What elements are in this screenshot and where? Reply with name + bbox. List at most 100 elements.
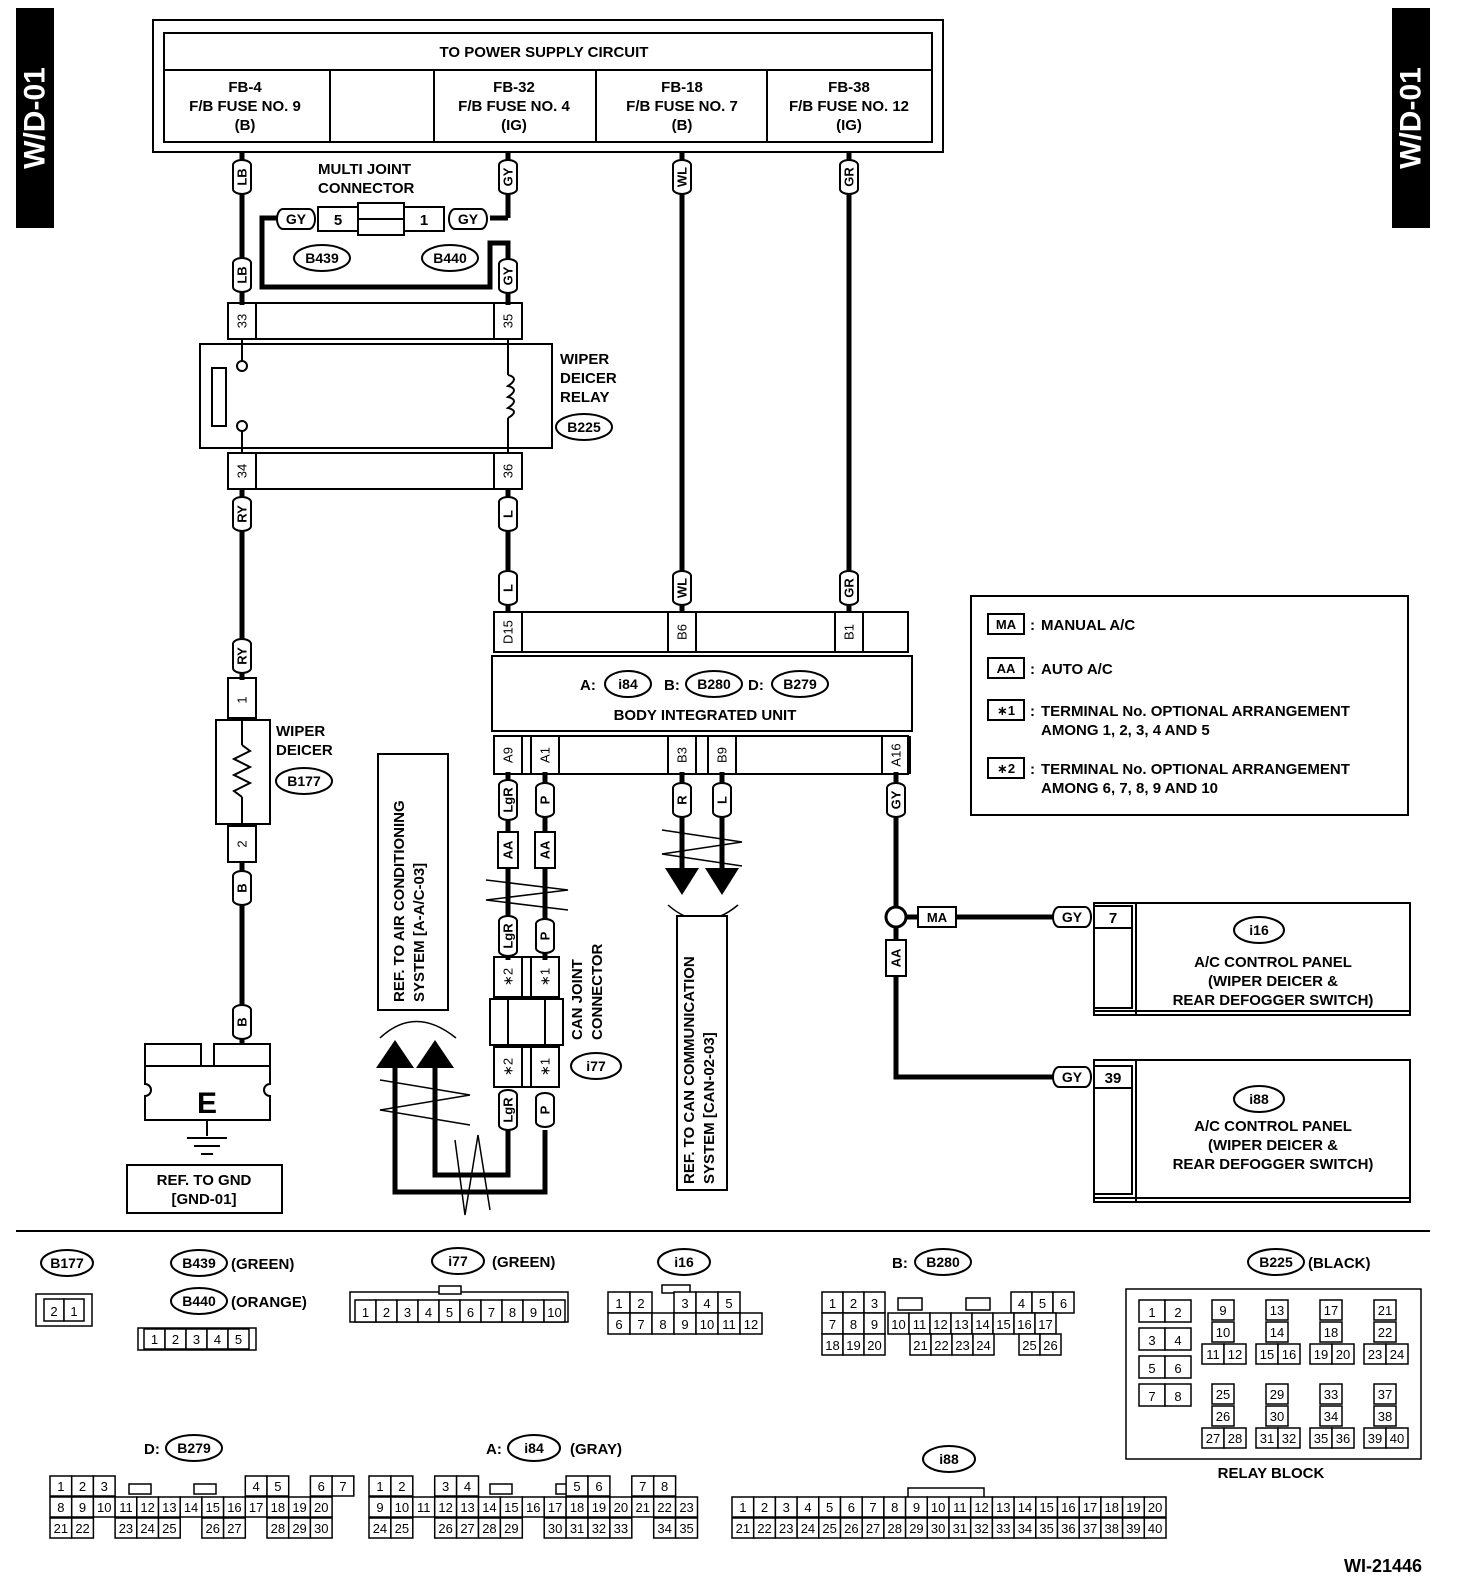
wire-tag-lb: LB xyxy=(232,257,252,293)
body-integrated-unit xyxy=(491,611,913,775)
connector-id-b440: B440 xyxy=(170,1287,228,1315)
svg-text::: : xyxy=(1030,703,1035,720)
svg-text:14: 14 xyxy=(184,1500,198,1515)
fuse-fb32: FB-32 F/B FUSE NO. 4 (IG) xyxy=(458,79,570,134)
wires xyxy=(239,152,1056,1195)
svg-text:32: 32 xyxy=(974,1521,988,1536)
svg-text:11: 11 xyxy=(953,1500,967,1515)
svg-text:1: 1 xyxy=(829,1296,836,1311)
gnd-ref: REF. TO GND xyxy=(157,1172,252,1189)
connector-id-b177: B177 xyxy=(40,1249,94,1277)
svg-text:28: 28 xyxy=(1228,1431,1242,1446)
svg-text:P: P xyxy=(538,1105,553,1114)
svg-text:7: 7 xyxy=(1148,1389,1155,1404)
svg-text:15: 15 xyxy=(1039,1500,1053,1515)
svg-text:30: 30 xyxy=(1270,1409,1284,1424)
svg-text:9: 9 xyxy=(79,1500,86,1515)
svg-text:RY: RY xyxy=(235,505,250,523)
svg-text:TERMINAL No. OPTIONAL ARRANGEM: TERMINAL No. OPTIONAL ARRANGEMENT xyxy=(1041,703,1350,720)
svg-text:DEICER: DEICER xyxy=(560,370,617,387)
svg-text:F/B FUSE NO. 9: F/B FUSE NO. 9 xyxy=(189,98,301,115)
twisted-pair-marks xyxy=(379,829,743,1216)
svg-text:17: 17 xyxy=(1083,1500,1097,1515)
svg-text:33: 33 xyxy=(614,1521,628,1536)
svg-text:26: 26 xyxy=(438,1521,452,1536)
wire-tag-b: B xyxy=(232,1004,252,1040)
svg-text:B1: B1 xyxy=(842,624,857,640)
svg-text:L: L xyxy=(501,510,516,518)
svg-text:F/B FUSE NO. 7: F/B FUSE NO. 7 xyxy=(626,98,738,115)
svg-text:24: 24 xyxy=(801,1521,815,1536)
svg-text:B: B xyxy=(235,883,250,892)
deicer-title: WIPER xyxy=(276,723,325,740)
svg-text:3: 3 xyxy=(404,1305,411,1320)
svg-text:19: 19 xyxy=(1126,1500,1140,1515)
can-joint-connector xyxy=(489,956,564,1088)
svg-text:A16: A16 xyxy=(889,743,904,766)
svg-text:20: 20 xyxy=(1336,1347,1350,1362)
svg-text:22: 22 xyxy=(75,1521,89,1536)
svg-text:P: P xyxy=(538,931,553,940)
svg-text:REF. TO CAN COMMUNICATION: REF. TO CAN COMMUNICATION xyxy=(681,956,698,1184)
connector-id-b280: B280 xyxy=(914,1248,972,1276)
svg-text:24: 24 xyxy=(976,1338,990,1353)
svg-text:5: 5 xyxy=(334,212,342,229)
svg-text:(WIPER DEICER &: (WIPER DEICER & xyxy=(1208,1137,1338,1154)
connector-id-i77: i77 xyxy=(570,1052,622,1080)
b440-color: (ORANGE) xyxy=(231,1294,307,1311)
svg-text:FB-32: FB-32 xyxy=(493,79,535,96)
svg-text:9: 9 xyxy=(681,1317,688,1332)
b439-color: (GREEN) xyxy=(231,1256,294,1273)
connector-id-b440: B440 xyxy=(421,244,479,272)
wire-tag-p: P xyxy=(535,1092,555,1128)
svg-text:7: 7 xyxy=(869,1500,876,1515)
svg-text:8: 8 xyxy=(661,1479,668,1494)
wire-tag-gr: GR xyxy=(839,159,859,195)
svg-text:R: R xyxy=(675,795,690,805)
connector-id-b439: B439 xyxy=(170,1249,228,1277)
svg-text:33: 33 xyxy=(1324,1387,1338,1402)
wire-tag-ry: RY xyxy=(232,638,252,674)
svg-text:23: 23 xyxy=(119,1521,133,1536)
svg-text:14: 14 xyxy=(1270,1325,1284,1340)
b280-key-left xyxy=(897,1297,923,1311)
svg-text:FB-18: FB-18 xyxy=(661,79,703,96)
svg-text:3: 3 xyxy=(193,1332,200,1347)
svg-text:13: 13 xyxy=(460,1500,474,1515)
svg-text:W/D-01: W/D-01 xyxy=(19,67,52,169)
svg-text:18: 18 xyxy=(1324,1325,1338,1340)
svg-text:1: 1 xyxy=(57,1479,64,1494)
svg-text:2: 2 xyxy=(761,1500,768,1515)
i84-key-left xyxy=(489,1483,513,1495)
svg-text:25: 25 xyxy=(822,1521,836,1536)
svg-text:1: 1 xyxy=(615,1296,622,1311)
svg-text:30: 30 xyxy=(931,1521,945,1536)
page-tag-right: W/D-01 xyxy=(1392,8,1430,228)
svg-text:11: 11 xyxy=(1206,1347,1220,1362)
wire-tag-ry: RY xyxy=(232,496,252,532)
svg-text:B225: B225 xyxy=(1259,1254,1293,1270)
svg-text::: : xyxy=(1030,661,1035,678)
svg-text:6: 6 xyxy=(467,1305,474,1320)
svg-text:FB-4: FB-4 xyxy=(228,79,262,96)
svg-text:28: 28 xyxy=(271,1521,285,1536)
svg-text:B279: B279 xyxy=(783,676,817,692)
svg-text:19: 19 xyxy=(1314,1347,1328,1362)
svg-text:23: 23 xyxy=(679,1500,693,1515)
svg-text:3: 3 xyxy=(871,1296,878,1311)
svg-text:(IG): (IG) xyxy=(836,117,862,134)
svg-text::: : xyxy=(1030,761,1035,778)
svg-text:1: 1 xyxy=(1148,1305,1155,1320)
connector-id-b279: B279 xyxy=(165,1434,223,1462)
